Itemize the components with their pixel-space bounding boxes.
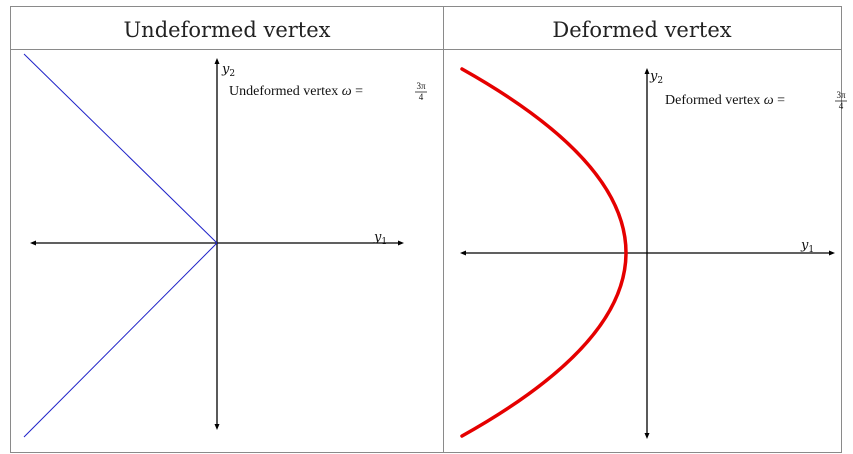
vertex-upper-edge [23, 53, 218, 244]
left-annotation: Undeformed vertex ω = [229, 84, 363, 99]
left-fraction-denominator: 4 [419, 92, 424, 102]
right-y1-label: y1 [800, 238, 814, 255]
header-divider [11, 49, 841, 50]
left-fraction-numerator: 3π [416, 81, 426, 91]
left-y2-label: y2 [221, 62, 235, 79]
deformed-panel: y1 y2 Deformed vertex ω = 3π 4 [460, 67, 847, 439]
right-fraction-numerator: 3π [836, 90, 846, 100]
right-annotation: Deformed vertex ω = [665, 93, 785, 108]
undeformed-panel: y1 y2 Undeformed vertex ω = 3π 4 [23, 53, 427, 438]
column-divider [443, 7, 444, 452]
right-y2-label: y2 [649, 69, 663, 86]
header-deformed: Deformed vertex [552, 18, 732, 42]
header-undeformed: Undeformed vertex [123, 18, 331, 42]
deformed-vertex-curve [460, 67, 628, 438]
figure-table: Undeformed vertex Deformed vertex [10, 6, 842, 453]
right-fraction-denominator: 4 [839, 101, 844, 111]
left-y1-label: y1 [373, 230, 387, 247]
vertex-lower-edge [23, 242, 218, 438]
